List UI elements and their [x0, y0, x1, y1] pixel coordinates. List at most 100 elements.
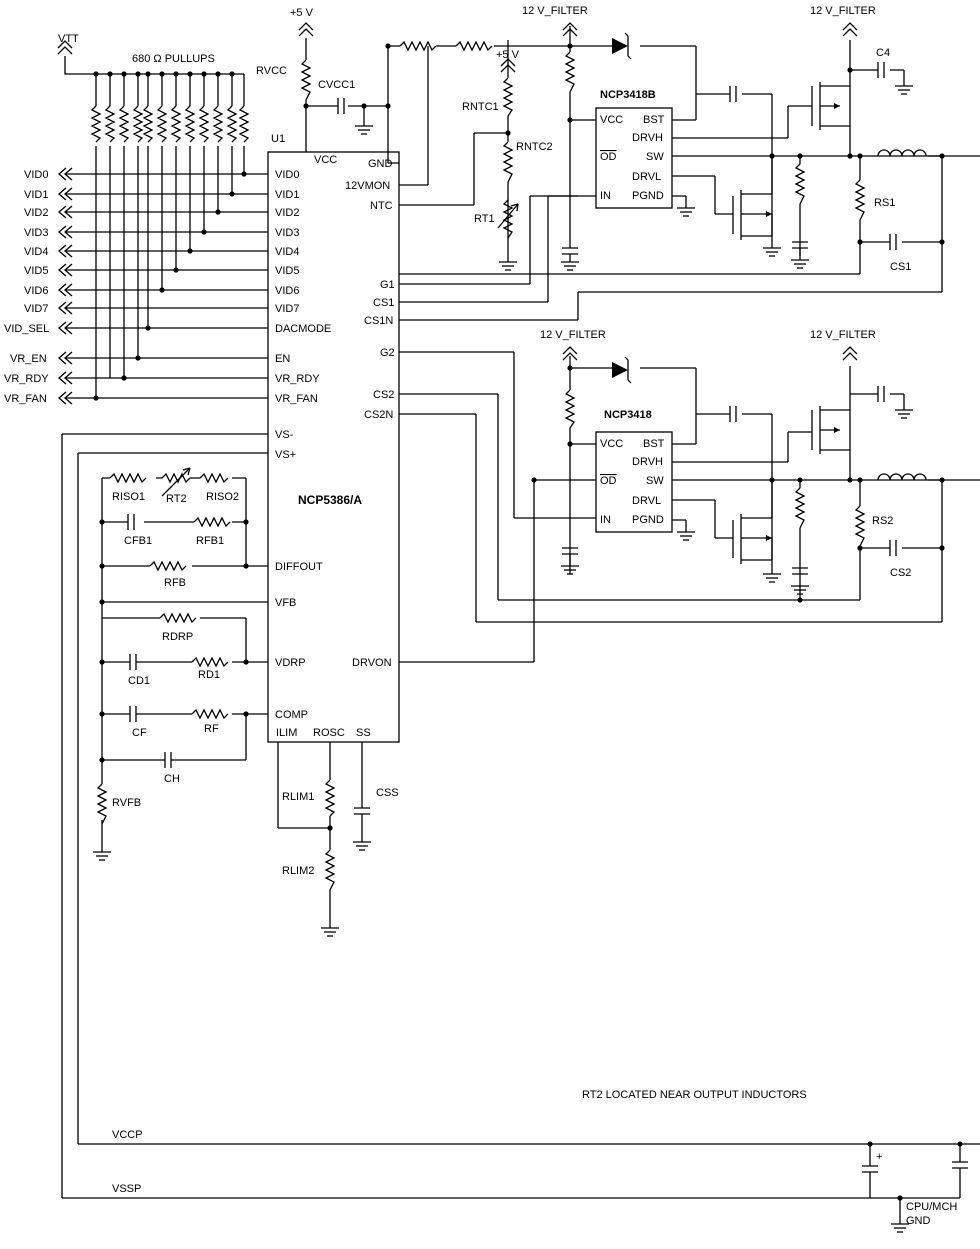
label-css: CSS: [376, 787, 399, 799]
d1-pin-drvl: DRVL: [632, 171, 661, 183]
label-rlim1: RLIM1: [282, 791, 314, 803]
u1-part: NCP5386/A: [298, 493, 362, 507]
d1-pin-sw: SW: [646, 151, 664, 163]
gnd-label-2: GND: [906, 1215, 931, 1227]
pin-comp: COMP: [275, 709, 308, 721]
pin-en: EN: [275, 353, 290, 365]
d2-pin-od: OD: [600, 475, 617, 487]
pin-gnd: GND: [368, 158, 393, 170]
signal-vr-rdy: VR_RDY: [4, 373, 49, 385]
driver-1-labels: NCP3418B VCC BST DRVH OD SW DRVL IN PGND: [600, 89, 665, 202]
label-rt2: RT2: [166, 493, 187, 505]
pullups-label: 680 Ω PULLUPS: [132, 53, 215, 65]
pin-ntc: NTC: [370, 200, 393, 212]
label-ch: CH: [164, 773, 180, 785]
label-rf: RF: [204, 723, 219, 735]
pin-vid1: VID1: [275, 189, 299, 201]
pin-cs2: CS2: [373, 389, 394, 401]
label-rvcc: RVCC: [256, 65, 287, 77]
signal-vid7: VID7: [24, 303, 48, 315]
signal-vid6: VID6: [24, 285, 48, 297]
junction-dots: [93, 43, 963, 1201]
diodes-inductors: [612, 32, 927, 541]
label-rfb: RFB: [164, 577, 186, 589]
filter-label-3: 12 V_FILTER: [540, 329, 606, 341]
controller-labels: U1 NCP5386/A VCC VID0 VID1 VID2 VID3 VID…: [271, 133, 395, 739]
label-cvcc1: CVCC1: [318, 79, 355, 91]
pin-vs-plus: VS+: [275, 449, 296, 461]
pin-vcc: VCC: [314, 154, 337, 166]
capacitors: [127, 62, 968, 1178]
signal-vr-fan: VR_FAN: [4, 393, 47, 405]
pin-g2: G2: [380, 347, 395, 359]
label-cf: CF: [132, 727, 147, 739]
pin-vid4: VID4: [275, 246, 299, 258]
label-rfb1: RFB1: [196, 535, 224, 547]
d2-pin-drvl: DRVL: [632, 495, 661, 507]
vccp-label: VCCP: [112, 1129, 143, 1141]
d2-pin-vcc: VCC: [600, 438, 623, 450]
d2-pin-drvh: DRVH: [632, 456, 663, 468]
label-rlim2: RLIM2: [282, 865, 314, 877]
pin-vdrp: VDRP: [275, 657, 306, 669]
signal-labels: VID0 VID1 VID2 VID3 VID4 VID5 VID6 VID7 …: [4, 169, 49, 405]
pin-cs2n: CS2N: [364, 409, 393, 421]
filter-label-4: 12 V_FILTER: [810, 329, 876, 341]
signal-vid-sel: VID_SEL: [4, 323, 49, 335]
label-riso1: RISO1: [112, 491, 145, 503]
pin-vs-minus: VS-: [275, 429, 294, 441]
plus-label: +: [876, 1151, 882, 1163]
vssp-label: VSSP: [112, 1183, 141, 1195]
d1-pin-pgnd: PGND: [632, 190, 664, 202]
driver-2-body: [595, 431, 673, 533]
supply-arrows: [57, 22, 858, 361]
thermistor-arrows: [161, 203, 519, 497]
label-c4: C4: [876, 47, 890, 59]
note-labels: RT2 LOCATED NEAR OUTPUT INDUCTORS VCCP V…: [112, 1089, 957, 1227]
u1-body: [267, 151, 400, 743]
signal-vid0: VID0: [24, 169, 48, 181]
label-rs1: RS1: [874, 197, 895, 209]
pin-drvon: DRVON: [352, 657, 392, 669]
pin-vid7: VID7: [275, 303, 299, 315]
pin-ss: SS: [356, 727, 371, 739]
signal-arrows: [58, 167, 73, 405]
d1-pin-bst: BST: [643, 114, 665, 126]
signal-vr-en: VR_EN: [10, 353, 47, 365]
d2-pin-bst: BST: [643, 438, 665, 450]
pin-vr-rdy: VR_RDY: [275, 373, 320, 385]
pin-diffout: DIFFOUT: [275, 561, 323, 573]
filter-label-1: 12 V_FILTER: [522, 5, 588, 17]
d1-pin-vcc: VCC: [600, 114, 623, 126]
label-rd1: RD1: [198, 669, 220, 681]
label-rdrp: RDRP: [162, 631, 193, 643]
pin-cs1n: CS1N: [364, 315, 393, 327]
d1-pin-in: IN: [600, 190, 611, 202]
pin-12vmon: 12VMON: [345, 180, 390, 192]
signal-vid1: VID1: [24, 189, 48, 201]
pin-rosc: ROSC: [313, 727, 345, 739]
pin-dacmode: DACMODE: [275, 323, 331, 335]
component-labels: RVCC CVCC1 RNTC1 RNTC2 RT1 C4 RS1 CS1 RS…: [112, 47, 911, 877]
u1-ref: U1: [271, 133, 285, 145]
d2-pin-sw: SW: [646, 475, 664, 487]
signal-vid2: VID2: [24, 207, 48, 219]
driver-2-labels: NCP3418 VCC BST DRVH OD SW DRVL IN PGND: [600, 409, 665, 526]
driver-1-body: [595, 107, 673, 209]
plus5-ntc-label: +5 V: [496, 49, 520, 61]
pin-vid3: VID3: [275, 227, 299, 239]
signal-vid3: VID3: [24, 227, 48, 239]
resistors: [90, 40, 866, 891]
vtt-label: VTT: [58, 33, 79, 45]
gnd-label-1: CPU/MCH: [906, 1201, 957, 1213]
d2-pin-in: IN: [600, 514, 611, 526]
label-rntc2: RNTC2: [516, 141, 553, 153]
label-rvfb: RVFB: [112, 797, 141, 809]
label-riso2: RISO2: [206, 491, 239, 503]
pin-vfb: VFB: [275, 597, 296, 609]
label-cs1: CS1: [890, 261, 911, 273]
label-cd1: CD1: [128, 675, 150, 687]
label-cfb1: CFB1: [124, 535, 152, 547]
d1-pin-drvh: DRVH: [632, 132, 663, 144]
plus5-label: +5 V: [290, 7, 314, 19]
